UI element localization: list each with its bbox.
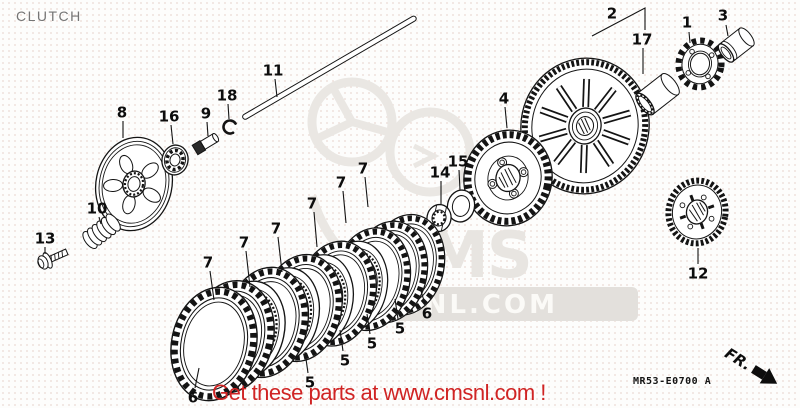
leader-part-5	[366, 313, 371, 335]
part-label-7: 7	[203, 254, 213, 272]
leader-part-5	[394, 298, 399, 320]
part-label-10: 10	[87, 200, 108, 218]
part-label-16: 16	[159, 108, 180, 126]
leader-part-10	[98, 216, 102, 225]
part-18-circlip	[222, 119, 237, 135]
part-label-7: 7	[239, 234, 249, 252]
page-title: CLUTCH	[16, 8, 82, 24]
part-label-2: 2	[607, 5, 617, 23]
part-label-7: 7	[336, 174, 346, 192]
part-label-13: 13	[35, 230, 56, 248]
part-17-bushing	[635, 73, 680, 116]
leader-part-4	[504, 106, 508, 129]
leader-part-7	[277, 236, 283, 273]
leader-part-18	[227, 103, 230, 120]
part-12-driven-gear	[665, 177, 729, 247]
front-direction-marker: FR.	[722, 344, 778, 384]
part-15-lock-washer	[446, 189, 476, 223]
part-label-5: 5	[367, 335, 377, 353]
part-13-bolt	[37, 248, 69, 270]
leader-part-7	[209, 270, 215, 301]
part-label-6: 6	[188, 389, 198, 407]
part-11-lifter-rod	[242, 15, 417, 120]
part-8-pressure-plate	[94, 136, 174, 232]
leader-part-7	[245, 250, 251, 288]
watermark-goggle-left	[307, 77, 397, 167]
fr-arrow-head	[759, 368, 778, 384]
part-label-9: 9	[201, 105, 211, 123]
part-4-clutch-center	[463, 129, 553, 227]
part-label-12: 12	[688, 265, 709, 283]
part-label-5: 5	[305, 374, 315, 392]
leader-part-6	[420, 290, 426, 305]
fr-arrow-shaft	[751, 365, 767, 380]
leader-part-3	[725, 24, 729, 37]
part-label-11: 11	[263, 62, 284, 80]
leader-part-1	[688, 31, 691, 44]
part-label-8: 8	[117, 104, 127, 122]
part-10-clutch-spring	[82, 213, 121, 250]
leader-part-5	[339, 329, 344, 352]
part-label-18: 18	[217, 87, 238, 105]
leader-part-16	[170, 124, 174, 145]
part-1-sprocket	[675, 37, 725, 91]
diagram-code: MR53-E0700 A	[633, 376, 711, 387]
fr-label: FR.	[722, 344, 755, 374]
part-label-5: 5	[340, 352, 350, 370]
part-label-6: 6	[422, 305, 432, 323]
basket-slots	[538, 78, 632, 174]
leader-part-15	[458, 169, 461, 191]
part-label-3: 3	[718, 7, 728, 25]
part-label-1: 1	[682, 14, 692, 32]
leader-part-6	[194, 367, 200, 389]
leader-part-5	[304, 351, 309, 374]
leader-part-11	[274, 78, 278, 98]
leader-part-7	[313, 211, 318, 248]
part-label-14: 14	[430, 164, 451, 182]
leader-part-7	[364, 176, 369, 208]
part-label-7: 7	[271, 220, 281, 238]
part-label-15: 15	[448, 153, 469, 171]
watermark-wink-eye	[412, 143, 440, 169]
leader-part-7	[342, 190, 347, 224]
part-3-collar	[717, 27, 755, 63]
part-label-7: 7	[358, 160, 368, 178]
part-9-lifter-piece	[191, 133, 220, 156]
part-label-17: 17	[632, 31, 653, 49]
leader-part-2	[591, 7, 646, 37]
part-label-5: 5	[395, 320, 405, 338]
part-2-clutch-outer-assembly	[520, 57, 650, 195]
leader-part-9	[206, 121, 209, 137]
promo-footer-text: Get these parts at www.cmsnl.com !	[212, 380, 546, 405]
part-label-4: 4	[499, 90, 509, 108]
watermark-goggle-right	[385, 107, 475, 197]
part-label-7: 7	[307, 195, 317, 213]
part-16-bearing	[161, 144, 189, 176]
